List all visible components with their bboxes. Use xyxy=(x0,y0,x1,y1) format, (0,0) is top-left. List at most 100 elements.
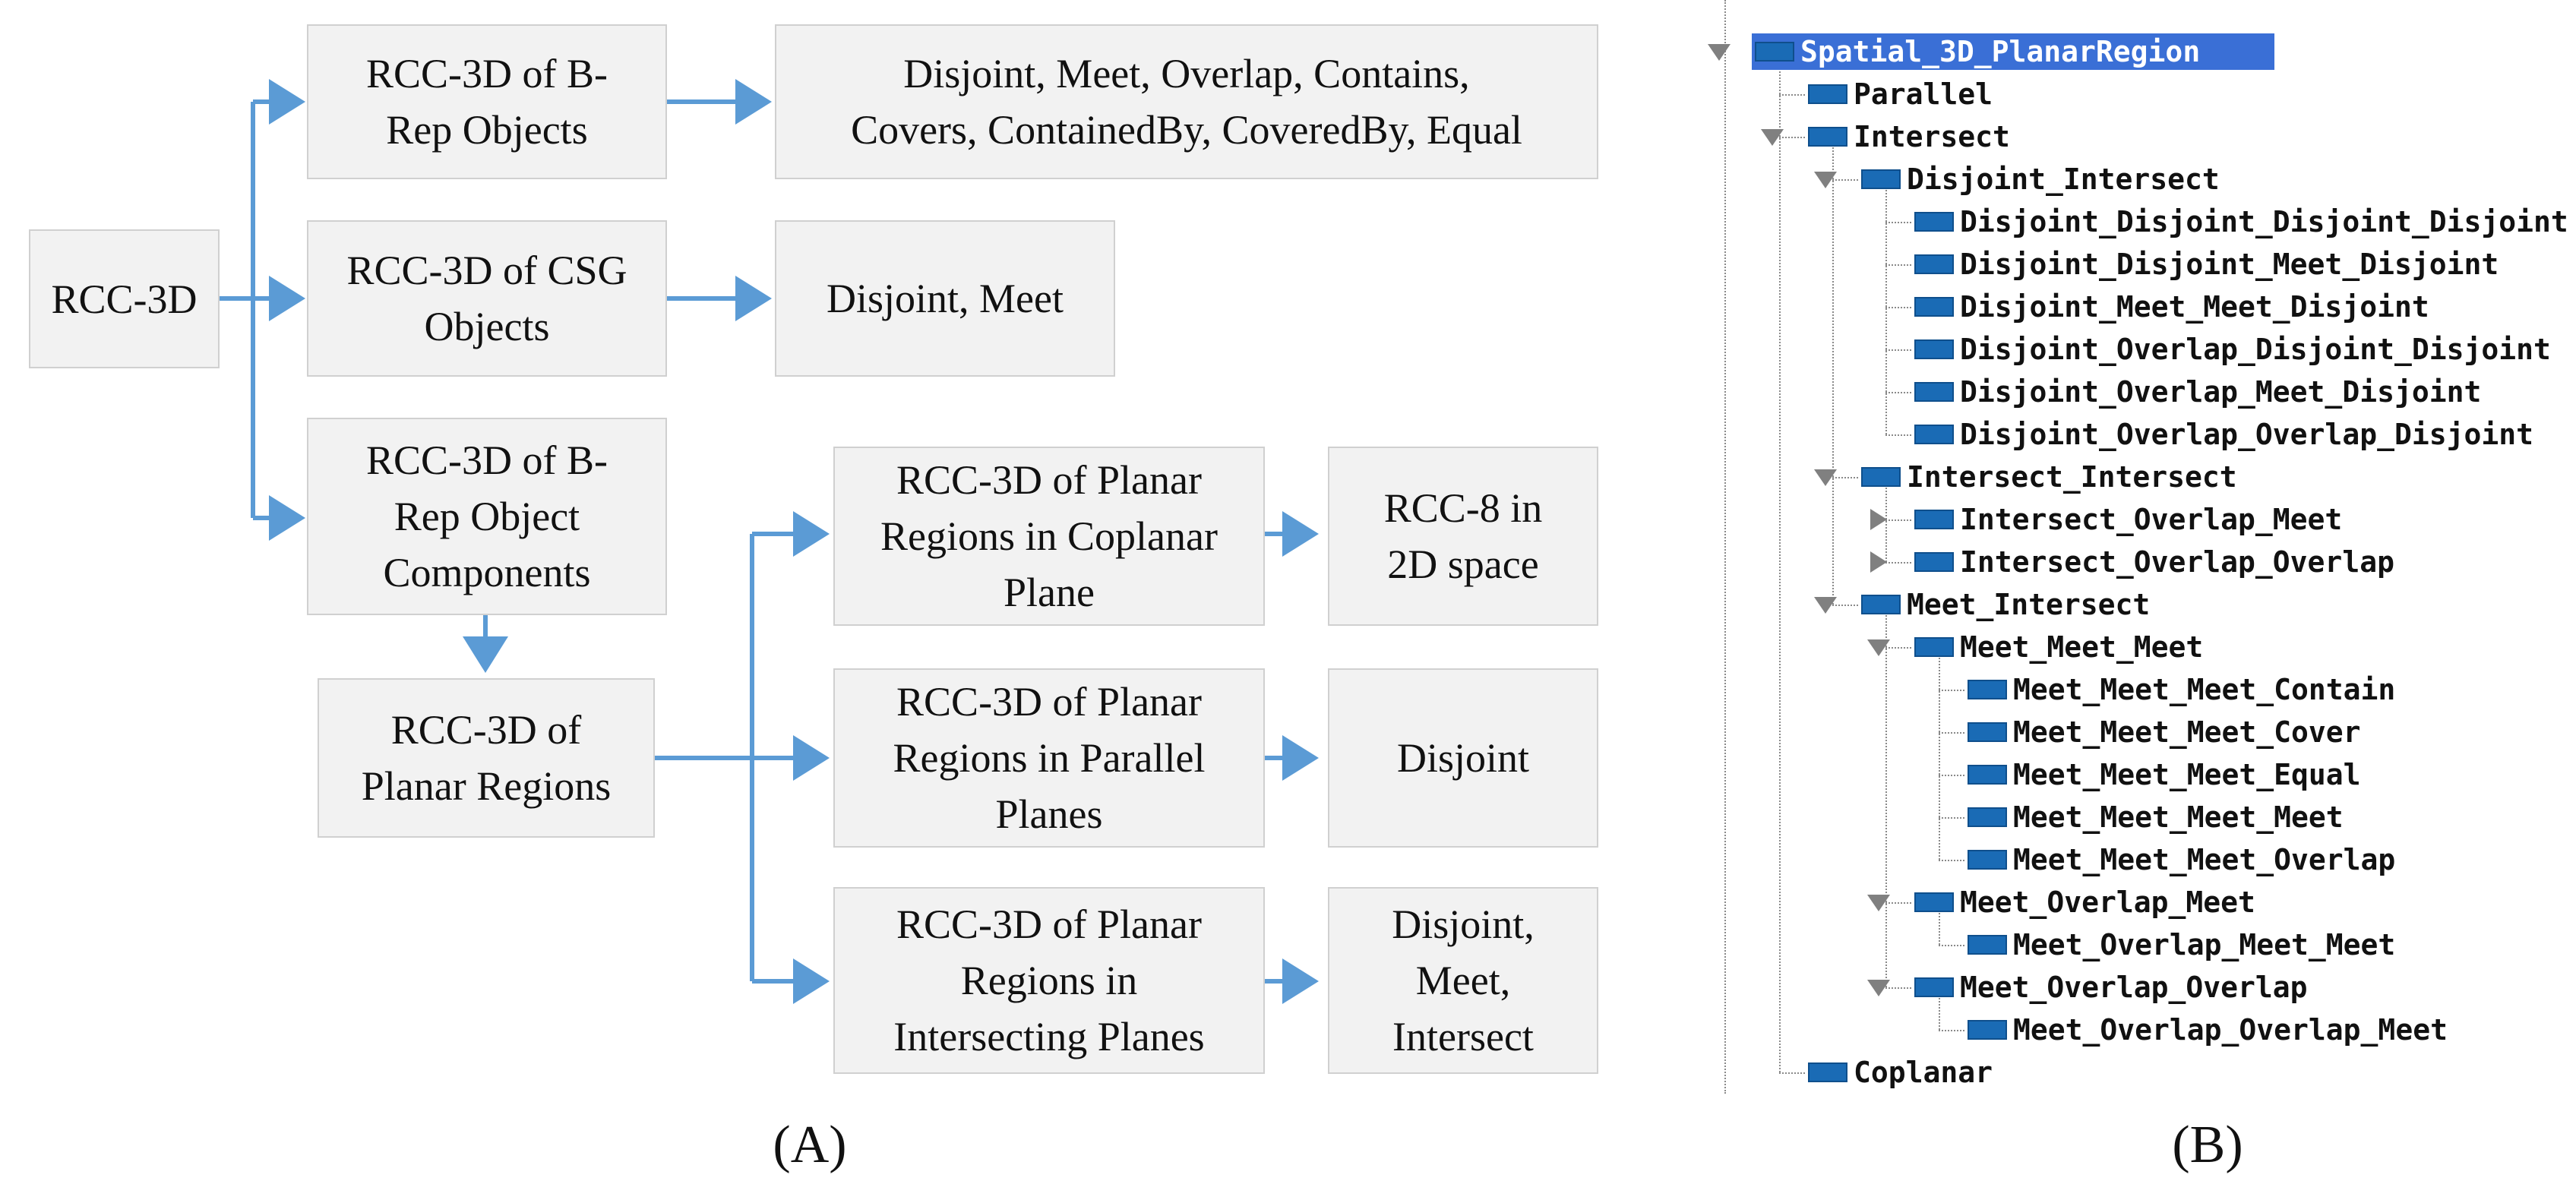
expanded-triangle-icon[interactable] xyxy=(1814,597,1837,614)
tree-node[interactable]: Disjoint_Overlap_Meet_Disjoint xyxy=(1914,371,2481,413)
class-icon xyxy=(1968,1020,2007,1040)
tree-node[interactable]: Meet_Meet_Meet_Contain xyxy=(1968,668,2395,711)
tree-connector-vertical xyxy=(1939,998,1940,1030)
class-icon xyxy=(1914,297,1954,317)
tree-node-label: Meet_Meet_Meet_Equal xyxy=(2013,758,2361,791)
tree-node[interactable]: Meet_Overlap_Meet_Meet xyxy=(1968,924,2395,966)
tree-node[interactable]: Intersect_Overlap_Meet xyxy=(1914,498,2342,541)
tree-node[interactable]: Disjoint_Intersect xyxy=(1861,158,2220,200)
tree-node-label: Meet_Meet_Meet_Overlap xyxy=(2013,843,2396,876)
box-coplanar-text: RCC-3D of Planar Regions in Coplanar Pla… xyxy=(880,457,1218,615)
tree-node-label: Intersect xyxy=(1854,120,2010,153)
tree-node[interactable]: Meet_Intersect xyxy=(1861,583,2150,626)
tree-node-label: Disjoint_Overlap_Meet_Disjoint xyxy=(1960,375,2482,409)
class-icon xyxy=(1968,935,2007,955)
panel-b-label: (B) xyxy=(2172,1116,2243,1174)
class-icon xyxy=(1914,977,1954,997)
tree-node[interactable]: Disjoint_Disjoint_Disjoint_Disjoint xyxy=(1914,200,2568,243)
box-parallel: RCC-3D of Planar Regions in Parallel Pla… xyxy=(833,668,1265,848)
box-csg-relations: Disjoint, Meet xyxy=(775,220,1115,377)
tree-node[interactable]: Coplanar xyxy=(1808,1051,1993,1094)
expanded-triangle-icon[interactable] xyxy=(1814,469,1837,486)
expanded-triangle-icon[interactable] xyxy=(1867,639,1890,656)
tree-connector-horizontal xyxy=(1885,562,1911,564)
class-icon xyxy=(1914,892,1954,912)
class-icon xyxy=(1914,382,1954,402)
tree-node-label: Meet_Intersect xyxy=(1907,588,2151,621)
tree-node[interactable]: Meet_Overlap_Overlap_Meet xyxy=(1968,1009,2448,1051)
collapsed-triangle-icon[interactable] xyxy=(1870,509,1887,530)
tree-node-label: Meet_Overlap_Meet_Meet xyxy=(2013,928,2396,961)
box-parallel-text: RCC-3D of Planar Regions in Parallel Pla… xyxy=(893,679,1206,837)
tree-guide-line xyxy=(1724,0,1726,1094)
box-coplanar-relations: RCC-8 in 2D space xyxy=(1328,447,1598,626)
tree-node-label: Meet_Meet_Meet_Contain xyxy=(2013,673,2396,706)
tree-node[interactable]: Meet_Overlap_Meet xyxy=(1914,881,2255,924)
expanded-triangle-icon[interactable] xyxy=(1867,980,1890,996)
box-brep-objects-text: RCC-3D of B- Rep Objects xyxy=(365,51,608,153)
tree-connector-horizontal xyxy=(1939,775,1964,776)
tree-node[interactable]: Disjoint_Meet_Meet_Disjoint xyxy=(1914,286,2429,328)
tree-node[interactable]: Disjoint_Disjoint_Meet_Disjoint xyxy=(1914,243,2499,286)
tree-connector-horizontal xyxy=(1885,902,1911,904)
tree-connector-horizontal xyxy=(1885,434,1911,436)
tree-connector-horizontal xyxy=(1885,519,1911,521)
tree-node-label: Spatial_3D_PlanarRegion xyxy=(1800,35,2201,68)
expanded-triangle-icon[interactable] xyxy=(1814,172,1837,188)
tree-connector-horizontal xyxy=(1939,817,1964,819)
box-planar-regions-text: RCC-3D of Planar Regions xyxy=(361,707,612,809)
box-brep-relations: Disjoint, Meet, Overlap, Contains, Cover… xyxy=(775,24,1598,179)
box-brep-objects: RCC-3D of B- Rep Objects xyxy=(307,24,667,179)
expanded-triangle-icon[interactable] xyxy=(1867,895,1890,911)
class-icon xyxy=(1968,680,2007,699)
collapsed-triangle-icon[interactable] xyxy=(1870,551,1887,573)
tree-node[interactable]: Meet_Meet_Meet_Meet xyxy=(1968,796,2344,838)
tree-node-label: Intersect_Overlap_Meet xyxy=(1960,503,2343,536)
tree-connector-horizontal xyxy=(1779,137,1805,138)
tree-node-label: Disjoint_Intersect xyxy=(1907,163,2220,196)
tree-node[interactable]: Intersect_Intersect xyxy=(1861,456,2237,498)
tree-node[interactable]: Intersect_Overlap_Overlap xyxy=(1914,541,2394,583)
tree-node-label: Intersect_Intersect xyxy=(1907,460,2237,494)
tree-connector-horizontal xyxy=(1885,307,1911,308)
expanded-triangle-icon[interactable] xyxy=(1708,44,1731,61)
box-parallel-relations-text: Disjoint xyxy=(1396,735,1530,781)
tree-connector-horizontal xyxy=(1885,392,1911,393)
tree-node-label: Intersect_Overlap_Overlap xyxy=(1960,545,2394,579)
box-csg-objects-text: RCC-3D of CSG Objects xyxy=(346,248,627,349)
tree-node[interactable]: Meet_Meet_Meet_Equal xyxy=(1968,753,2361,796)
tree-node[interactable]: Intersect xyxy=(1808,115,2010,158)
box-intersecting-text: RCC-3D of Planar Regions in Intersecting… xyxy=(893,901,1205,1059)
tree-node[interactable]: Spatial_3D_PlanarRegion xyxy=(1755,30,2200,73)
tree-connector-vertical xyxy=(1885,615,1887,987)
tree-node-label: Parallel xyxy=(1854,77,1993,111)
box-rcc3d-text: RCC-3D xyxy=(51,276,198,322)
tree-node-label: Disjoint_Meet_Meet_Disjoint xyxy=(1960,290,2429,324)
class-icon xyxy=(1914,254,1954,274)
tree-node[interactable]: Disjoint_Overlap_Overlap_Disjoint xyxy=(1914,413,2533,456)
tree-node[interactable]: Meet_Meet_Meet_Cover xyxy=(1968,711,2361,753)
tree-connector-horizontal xyxy=(1939,945,1964,946)
tree-connector-vertical xyxy=(1832,147,1834,605)
tree-connector-horizontal xyxy=(1885,349,1911,351)
tree-connector-horizontal xyxy=(1832,605,1858,606)
class-icon xyxy=(1914,510,1954,529)
tree-node-label: Meet_Overlap_Overlap xyxy=(1960,971,2308,1004)
tree-node[interactable]: Parallel xyxy=(1808,73,1993,115)
tree-connector-horizontal xyxy=(1885,222,1911,223)
box-coplanar: RCC-3D of Planar Regions in Coplanar Pla… xyxy=(833,447,1265,626)
tree-node[interactable]: Meet_Overlap_Overlap xyxy=(1914,966,2308,1009)
tree-connector-horizontal xyxy=(1939,860,1964,861)
tree-node[interactable]: Meet_Meet_Meet xyxy=(1914,626,2203,668)
class-icon xyxy=(1861,595,1901,614)
box-brep-components: RCC-3D of B- Rep Object Components xyxy=(307,418,667,615)
expanded-triangle-icon[interactable] xyxy=(1761,129,1784,146)
tree-connector-horizontal xyxy=(1832,477,1858,478)
box-csg-objects: RCC-3D of CSG Objects xyxy=(307,220,667,377)
tree-node[interactable]: Disjoint_Overlap_Disjoint_Disjoint xyxy=(1914,328,2551,371)
class-icon xyxy=(1914,212,1954,232)
tree-node[interactable]: Meet_Meet_Meet_Overlap xyxy=(1968,838,2395,881)
tree-node-label: Disjoint_Disjoint_Disjoint_Disjoint xyxy=(1960,205,2568,238)
tree-connector-horizontal xyxy=(1885,264,1911,266)
